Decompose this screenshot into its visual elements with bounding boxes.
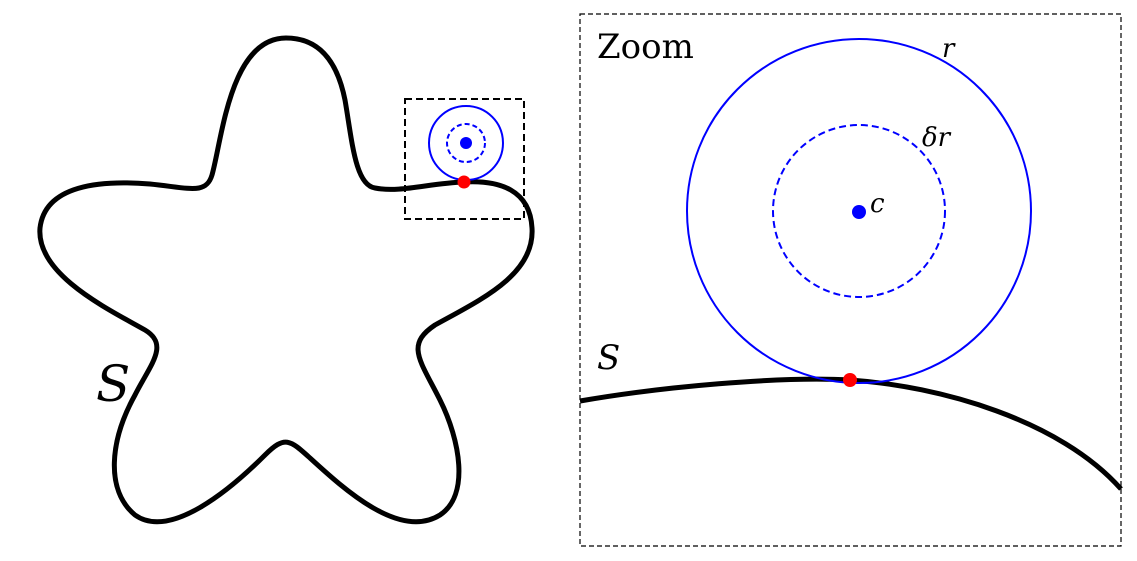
ball-outer-circle [686,38,1032,384]
small-ball-center [460,137,472,149]
zoom-region-marker [404,98,525,220]
zoom-title: Zoom [597,27,694,67]
zoom-boundary-curve [579,376,1123,491]
zoom-panel-frame [579,13,1122,547]
ball-inner-circle [772,124,946,298]
label-shape-s: S [96,355,130,413]
small-contact-point [457,175,471,189]
shape-s-curve [37,35,535,525]
zoom-panel: Zoom c r δr S [579,13,1123,547]
label-radius-delta-r: δr [922,123,952,153]
label-radius-r: r [942,34,956,64]
label-shape-s-zoom: S [597,338,620,378]
label-center-c: c [870,189,885,219]
ball-center-point [852,205,866,219]
left-panel: S [37,35,535,525]
contact-point [843,373,857,387]
small-ball-inner [446,123,486,163]
